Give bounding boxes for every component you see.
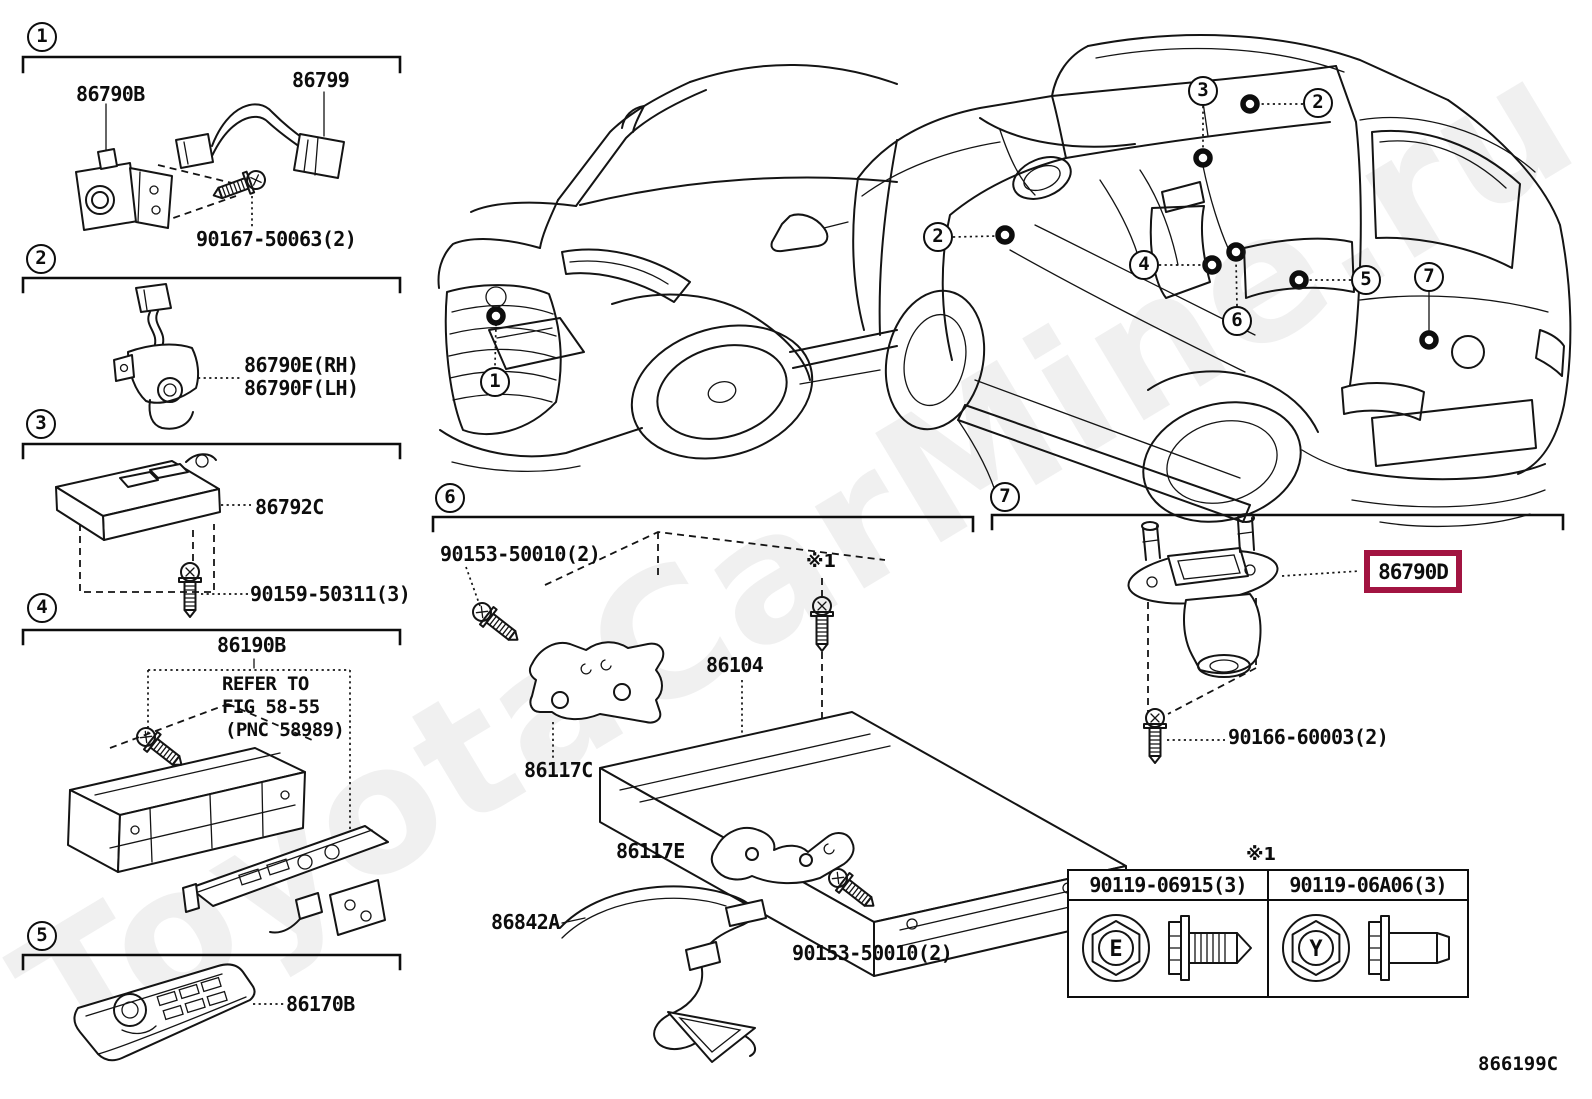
highlighted-part-rear-camera[interactable]: 86790D (1364, 550, 1462, 593)
section-1-number: 1 (27, 22, 57, 52)
section-3-number: 3 (26, 409, 56, 439)
section-6-number: 6 (435, 483, 465, 513)
rear-camera-drawing (1127, 513, 1279, 678)
callout-rear-3: 3 (1188, 76, 1218, 106)
bolt-e-icon: E (1082, 914, 1252, 982)
bolt-e-mark: E (1109, 937, 1122, 962)
bracket-c-drawing (528, 641, 665, 724)
label-multidisplay-unit: 86104 (706, 653, 764, 677)
label-bracket-screw-lower: 90153-50010(2) (792, 941, 953, 965)
transmitter-drawing (73, 963, 256, 1062)
wire-harness-drawing (559, 885, 767, 1063)
footnote-mark-upper: ※1 (806, 551, 837, 572)
callout-front-1: 1 (480, 367, 510, 397)
label-radio-assy: 86190B (217, 633, 286, 657)
callout-rear-2-left: 2 (923, 222, 953, 252)
camera-wire-drawing (175, 103, 345, 179)
label-camera-computer-screw: 90159-50311(3) (250, 582, 411, 606)
label-front-camera: 86790B (76, 82, 145, 106)
bolt-y-icon: Y (1282, 914, 1450, 982)
radio-chassis-drawing (67, 747, 306, 873)
label-bracket-e: 86117E (616, 839, 685, 863)
fastener-col2-part: 90119-06A06(3) (1289, 873, 1447, 897)
label-radio-note-2: FIG 58-55 (222, 696, 320, 718)
vehicle-front-view (437, 63, 898, 473)
footnote-mark-table: ※1 (1246, 844, 1277, 865)
bracket-e-drawing (710, 827, 855, 885)
radio-trim-panel-drawing (182, 825, 389, 936)
side-camera-drawing (113, 283, 200, 430)
label-transmitter: 86170B (286, 992, 355, 1016)
callout-markers (485, 94, 1439, 367)
callout-rear-7: 7 (1414, 262, 1444, 292)
callout-rear-6: 6 (1222, 306, 1252, 336)
bolt-y-mark: Y (1309, 937, 1323, 962)
label-front-camera-screw: 90167-50063(2) (196, 227, 357, 251)
section-4-number: 4 (27, 593, 57, 623)
label-bracket-c: 86117C (524, 758, 593, 782)
callout-rear-5: 5 (1351, 265, 1381, 295)
diagram-code: 866199C (1478, 1053, 1559, 1075)
vehicle-rear-cutaway-view (852, 34, 1572, 528)
label-bracket-screw-upper: 90153-50010(2) (440, 542, 601, 566)
front-camera-drawing (75, 148, 173, 231)
section-2-number: 2 (26, 244, 56, 274)
label-radio-note-3: (PNC 58989) (225, 719, 345, 741)
callout-rear-4: 4 (1129, 250, 1159, 280)
label-camera-computer: 86792C (255, 495, 324, 519)
camera-computer-drawing (55, 453, 221, 541)
section-5-number: 5 (27, 921, 57, 951)
label-side-camera-lh: 86790F(LH) (244, 376, 359, 400)
label-radio-note-1: REFER TO (222, 673, 309, 695)
label-side-camera-rh: 86790E(RH) (244, 353, 359, 377)
callout-rear-2-right: 2 (1303, 88, 1333, 118)
label-rear-camera-screw: 90166-60003(2) (1228, 725, 1389, 749)
label-wire-harness: 86842A (491, 910, 560, 934)
fastener-col1-part: 90119-06915(3) (1069, 871, 1269, 899)
label-front-camera-wire: 86799 (292, 68, 350, 92)
fastener-table: 90119-06915(3) 90119-06A06(3) E (1067, 869, 1469, 998)
section-7-number: 7 (990, 482, 1020, 512)
section-brackets (21, 55, 1565, 971)
